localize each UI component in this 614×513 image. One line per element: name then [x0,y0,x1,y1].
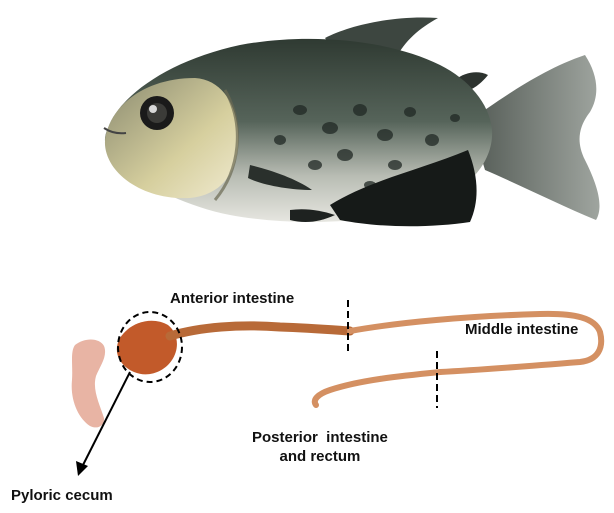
fish-head [105,78,238,198]
posterior-intestine-segment [315,372,440,405]
anterior-intestine-segment [170,326,350,336]
fish-photo [104,17,600,226]
pyloric-arrow-head [76,461,88,476]
label-anterior-intestine: Anterior intestine [170,290,294,307]
label-posterior-line1: Posterior intestine [252,428,388,447]
stomach [72,339,105,427]
label-posterior-intestine: Posterior intestine and rectum [252,428,388,466]
pyloric-region [117,321,177,375]
label-posterior-line2: and rectum [252,447,388,466]
label-middle-intestine: Middle intestine [465,321,578,338]
label-pyloric-cecum: Pyloric cecum [11,487,113,504]
